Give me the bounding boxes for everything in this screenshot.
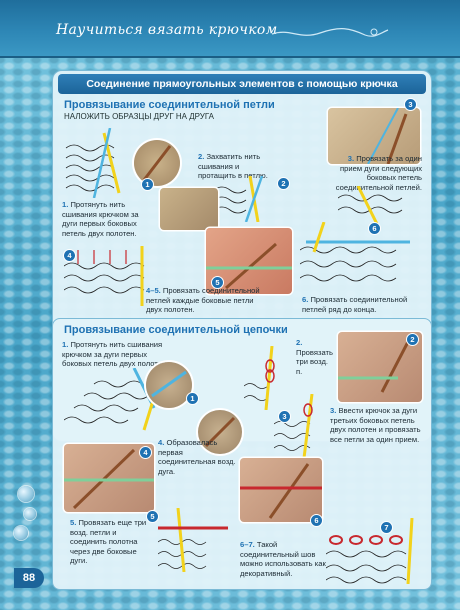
- badge-s1-5: 5: [211, 276, 224, 289]
- diagram-s2-step5: [158, 508, 228, 572]
- diagram-s2-step3: [274, 394, 314, 458]
- bead-decoration: [18, 486, 34, 502]
- badge-s2-5: 5: [146, 510, 159, 523]
- badge-s1-2: 2: [277, 177, 290, 190]
- s1-caption-45: 4–5. Провязать соединительной петлей каж…: [146, 286, 260, 314]
- badge-s2-7: 7: [380, 521, 393, 534]
- photo-circle-s2-1: [146, 362, 192, 408]
- section2-title: Провязывание соединительной цепочки: [64, 324, 288, 336]
- diagram-step6: [300, 222, 410, 282]
- badge-s2-4: 4: [139, 446, 152, 459]
- badge-s1-3: 3: [404, 98, 417, 111]
- page-header-title: Научиться вязать крючком: [56, 22, 278, 38]
- s2-caption-2: 2. Провязать три возд. п.: [296, 338, 333, 376]
- photo-step3: [328, 108, 420, 164]
- badge-s1-6: 6: [368, 222, 381, 235]
- s2-caption-67: 6–7. Такой соединительный шов можно испо…: [240, 540, 326, 578]
- page-number: 88: [14, 568, 44, 588]
- photo-s2-step6: [240, 458, 322, 522]
- badge-s2-6: 6: [310, 514, 323, 527]
- badge-s1-4: 4: [63, 249, 76, 262]
- diagram-step4: [64, 246, 145, 306]
- section1-subtitle: Наложить образцы друг на друга: [64, 112, 214, 121]
- badge-s1-1: 1: [141, 178, 154, 191]
- badge-s2-3: 3: [278, 410, 291, 423]
- bead-decoration: [24, 508, 36, 520]
- s1-caption-1: 1. Протянуть нить сшивания крючком за ду…: [62, 200, 139, 238]
- s2-caption-1: 1. Протянуть нить сшивания крючком за ду…: [62, 340, 169, 368]
- s2-caption-5: 5. Провязать еще три возд. петли и соеди…: [70, 518, 147, 565]
- photo-circle-step1: [134, 140, 180, 186]
- diagram-s2-step2: [244, 346, 275, 410]
- diagram-step1: [65, 128, 121, 198]
- header-band: [0, 0, 460, 58]
- s2-caption-4: 4. Образовалась первая соединительная во…: [158, 438, 236, 476]
- main-title: Соединение прямоугольных элементов с пом…: [58, 74, 426, 94]
- s1-caption-6: 6. Провязать соединительной петлей ряд д…: [302, 295, 408, 314]
- s1-caption-2: 2. Захватить нить сшивания и протащить в…: [198, 152, 268, 180]
- section1-title: Провязывание соединительной петли: [64, 99, 275, 111]
- diagram-step2: [214, 176, 264, 222]
- bead-decoration: [14, 526, 28, 540]
- badge-s2-1: 1: [186, 392, 199, 405]
- badge-s2-2: 2: [406, 333, 419, 346]
- diagram-s2-step7: [326, 518, 414, 584]
- header-swirl-ornament: [271, 28, 389, 37]
- diagram-step3: [338, 186, 403, 226]
- s2-caption-3: 3. Ввести крючок за дуги третьих боковых…: [330, 406, 421, 444]
- s1-caption-3: 3. Провязать за один прием дуги следующи…: [335, 154, 422, 192]
- photo-circle-s2-3: [198, 410, 242, 454]
- photo-step2: [160, 188, 218, 230]
